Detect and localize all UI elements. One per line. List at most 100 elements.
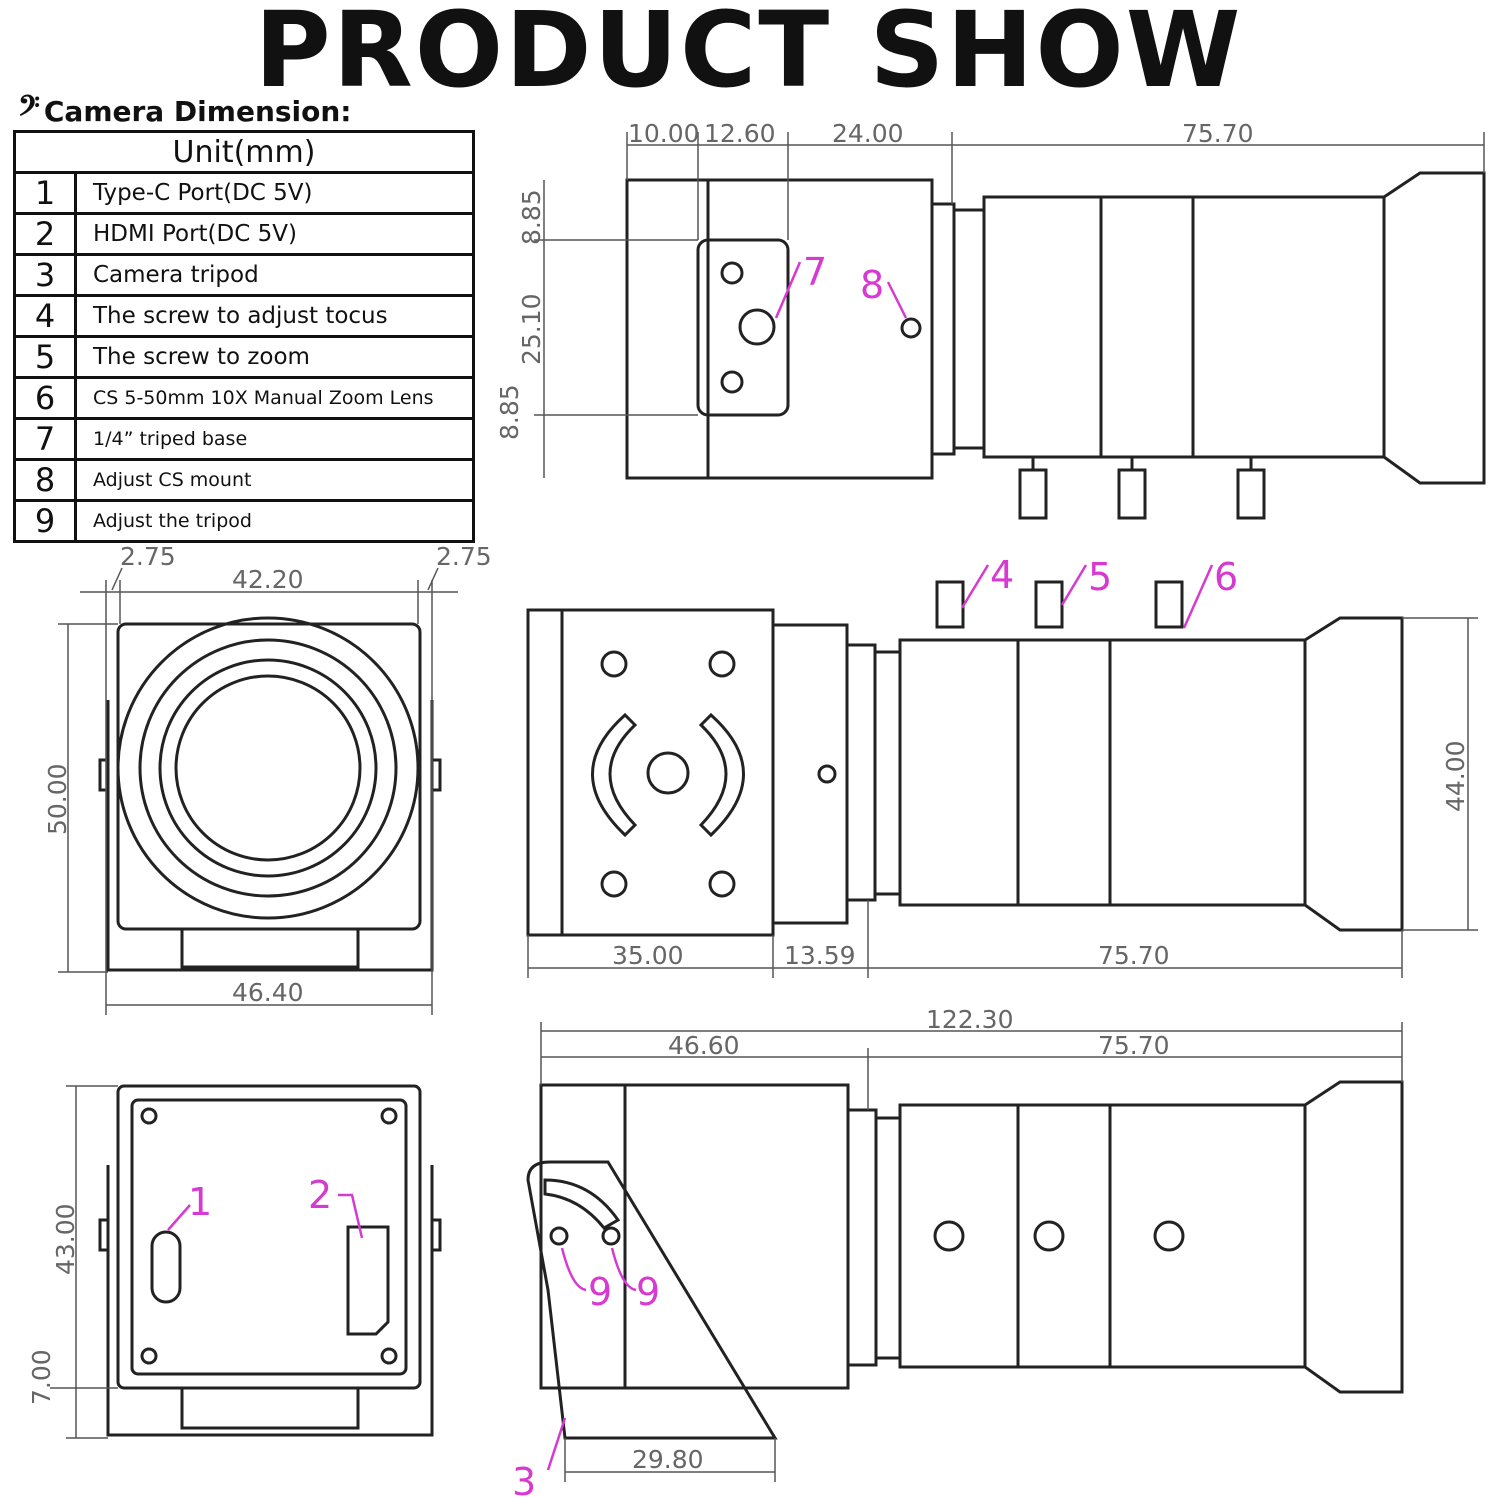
panel-screw — [380, 1107, 398, 1125]
callout-1: 1 — [188, 1180, 212, 1224]
tripod-base-plate — [696, 238, 790, 417]
part-description: Adjust the tripod — [74, 499, 475, 543]
focus-knob — [935, 580, 965, 629]
side-knob — [430, 1218, 442, 1252]
lens-hood — [1303, 616, 1404, 932]
cs-mount-ring — [846, 1108, 878, 1367]
part-number: 1 — [13, 171, 77, 215]
lens-outer-ring — [116, 616, 420, 920]
dimension-label: 46.40 — [232, 978, 304, 1007]
part-number: 6 — [13, 376, 77, 420]
callout-3: 3 — [512, 1460, 536, 1497]
dimension-label: 42.20 — [232, 565, 304, 594]
adjust-knobs — [1018, 457, 1266, 520]
bracket-outline — [106, 1165, 434, 1437]
tripod-screw-hole — [738, 308, 776, 346]
leader-line — [560, 1247, 587, 1292]
callout-2: 2 — [308, 1173, 332, 1217]
knob — [1236, 468, 1266, 520]
dimension-label: 7.00 — [27, 1349, 56, 1405]
type-c-port — [150, 1230, 182, 1304]
part-description: Type-C Port(DC 5V) — [74, 171, 475, 215]
cs-mount-ring — [930, 202, 956, 456]
part-description: HDMI Port(DC 5V) — [74, 212, 475, 256]
hdmi-port — [346, 1225, 390, 1336]
side-knob — [430, 758, 442, 792]
callout-5: 5 — [1088, 555, 1112, 599]
legend-heading: 𝄢Camera Dimension: — [18, 90, 352, 130]
lens-barrel — [898, 1103, 1307, 1369]
dimension-label: 8.85 — [495, 384, 524, 440]
mount-hole — [720, 261, 744, 285]
dimension-label: 25.10 — [517, 293, 546, 365]
part-description: Adjust CS mount — [74, 458, 475, 502]
panel-screw — [140, 1107, 158, 1125]
part-number: 7 — [13, 417, 77, 461]
dimension-label: 44.00 — [1441, 740, 1470, 812]
dimension-label: 50.00 — [43, 763, 72, 835]
mount-hole — [720, 370, 744, 394]
tripod-adjust-screw — [601, 1226, 621, 1246]
rear-panel-outline — [116, 1084, 422, 1390]
lens-screw — [1033, 1220, 1065, 1252]
dimension-label: 75.70 — [1098, 1031, 1170, 1060]
panel-screw — [380, 1347, 398, 1365]
leader-line — [774, 261, 802, 319]
side-view-drawing: 44.00 35.00 13.59 75.70 4 5 6 — [526, 553, 1478, 978]
leader-line — [610, 1247, 637, 1292]
callout-8: 8 — [860, 263, 884, 307]
dimension-label: 12.60 — [704, 119, 776, 148]
tripod-bracket — [526, 1160, 778, 1440]
rear-view-drawing: 43.00 7.00 1 2 — [27, 1084, 442, 1439]
dimension-label: 2.75 — [120, 542, 176, 571]
camera-body — [539, 1083, 850, 1390]
callout-6: 6 — [1214, 555, 1238, 599]
mount-hole — [600, 870, 628, 898]
part-number: 3 — [13, 253, 77, 297]
dimension-label: 35.00 — [612, 941, 684, 970]
lens-ring — [138, 638, 398, 898]
page-title: PRODUCT SHOW — [254, 0, 1243, 111]
cs-mount-ring — [845, 643, 877, 902]
lens-ring — [158, 658, 378, 878]
leader-line — [546, 1417, 567, 1471]
lens-collar — [952, 208, 986, 450]
lens-hood — [1382, 171, 1486, 485]
lens-barrel — [982, 195, 1386, 459]
leader-line — [886, 281, 908, 319]
dimension-label: 122.30 — [926, 1005, 1013, 1034]
leader-line — [111, 567, 123, 591]
knob — [1117, 468, 1147, 520]
panel-screw — [140, 1347, 158, 1365]
dimension-label: 75.70 — [1098, 941, 1170, 970]
part-number: 8 — [13, 458, 77, 502]
dimension-label: 75.70 — [1182, 119, 1254, 148]
knob — [1018, 468, 1048, 520]
leader-line — [427, 567, 439, 591]
leader-line — [1182, 564, 1214, 629]
dimension-label: 46.60 — [668, 1031, 740, 1060]
leader-line — [167, 1204, 191, 1231]
callout-9: 9 — [636, 1270, 660, 1314]
part-description: Camera tripod — [74, 253, 475, 297]
tripod-screw-hole — [646, 751, 690, 795]
part-number: 4 — [13, 294, 77, 338]
tripod-slot — [543, 1178, 621, 1230]
leader-line — [960, 564, 990, 609]
dimension-label: 10.00 — [628, 119, 700, 148]
part-description: CS 5-50mm 10X Manual Zoom Lens — [74, 376, 475, 420]
cs-mount-screw — [817, 764, 837, 784]
callout-7: 7 — [803, 250, 827, 294]
lens-glass — [174, 674, 362, 862]
side-knob — [98, 1218, 110, 1252]
lens-screw — [933, 1220, 965, 1252]
